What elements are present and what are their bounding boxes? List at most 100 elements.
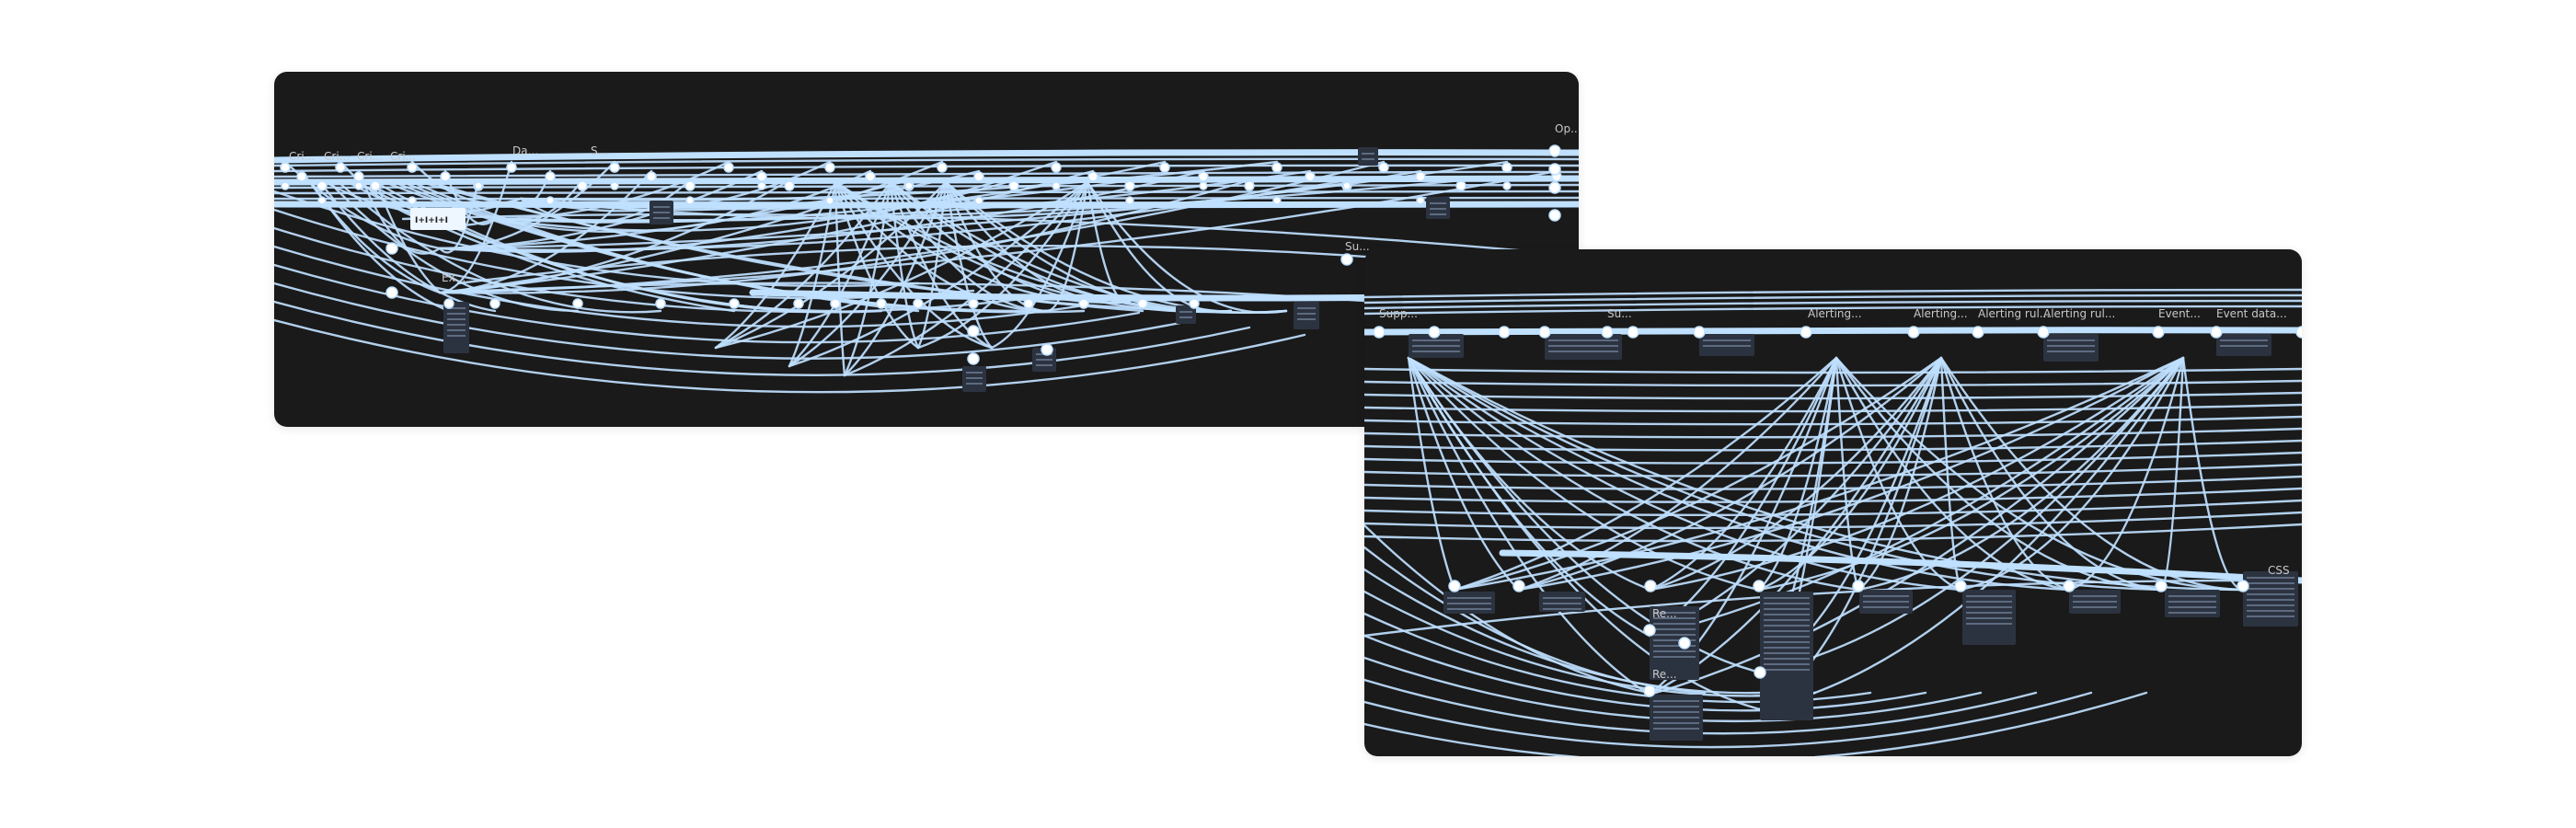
pin-layer (280, 144, 1562, 365)
node-label: Alerting rul... (2043, 307, 2115, 320)
node-card-line (1653, 623, 1696, 625)
connector-pin (1373, 326, 1386, 339)
edge (274, 157, 1579, 167)
node-card-line (1764, 630, 1810, 632)
node-card-line (2168, 606, 2216, 608)
node-card-line (2168, 601, 2216, 603)
connector-pin (913, 298, 924, 309)
node-card-line (1653, 617, 1696, 619)
node-label: Event... (2158, 307, 2201, 320)
node-card-line (1863, 601, 1909, 603)
edge (519, 178, 1132, 211)
connector-pin (545, 171, 556, 182)
edge (1364, 391, 2302, 400)
edge (274, 282, 1196, 360)
edge (1517, 356, 2185, 592)
connector-pin (974, 196, 983, 205)
node-card-line (1653, 711, 1699, 713)
connector-pin (385, 286, 398, 299)
connector-pin (1340, 253, 1353, 266)
hub-block[interactable]: I+I+I+I (410, 208, 466, 230)
edge (493, 160, 730, 221)
connector-pin (1754, 666, 1766, 679)
node-card-line (1653, 639, 1696, 641)
node-card-line (1179, 311, 1192, 313)
node-card-line (1966, 601, 2012, 603)
edge (1649, 356, 1838, 592)
connector-pin (1548, 144, 1561, 157)
dependency-graph-detail[interactable]: Supp... Su... Alerting... Alerting... Al… (1364, 249, 2302, 756)
hub-block-box (410, 208, 466, 230)
node-card-line (1966, 595, 2012, 597)
node-card-line (1966, 606, 2012, 608)
dependency-graph-overview[interactable]: I+I+I+I Cri... Cri... Cri... Cri... Da..… (274, 72, 1579, 427)
node-card-line (1764, 608, 1810, 610)
edge (1364, 305, 2302, 316)
connector-pin (546, 196, 555, 205)
connector-pin (1627, 326, 1639, 339)
connector-pin (1501, 162, 1512, 173)
node-card-line (653, 206, 670, 208)
node-card-line (447, 318, 466, 320)
node-card-line (2073, 606, 2117, 608)
connector-pin (1907, 326, 1920, 339)
node-card-line (1412, 345, 1460, 347)
edge (493, 178, 1016, 232)
node-card-line (1430, 202, 1446, 204)
edge (438, 178, 480, 254)
node-card-line (1412, 351, 1460, 352)
connector-pin (385, 242, 398, 255)
edge-layer (274, 149, 1579, 394)
edge (274, 263, 1141, 344)
node-card-line (2247, 593, 2294, 595)
connector-pin (937, 162, 948, 173)
edge (1364, 299, 2302, 310)
edge-layer (1364, 288, 2302, 756)
graph-panel-detail[interactable]: Supp... Su... Alerting... Alerting... Al… (1364, 249, 2302, 756)
connector-pin (610, 181, 619, 190)
connector-pin (1272, 196, 1282, 205)
node-card-line (653, 217, 670, 219)
connector-pin (904, 181, 914, 190)
edge (1857, 356, 2185, 592)
edge (1649, 356, 2185, 592)
node-card-line (1548, 345, 1618, 347)
edge (1939, 356, 2245, 592)
node-card-line (1653, 634, 1696, 636)
node-card-line (1764, 663, 1810, 665)
node-card-line (447, 313, 466, 315)
graph-panel-overview[interactable]: I+I+I+I Cri... Cri... Cri... Cri... Da..… (274, 72, 1579, 427)
connector-pin (1023, 298, 1034, 309)
edge (1364, 427, 2302, 439)
connector-pin (967, 352, 980, 365)
edge (1407, 356, 1962, 592)
edge (1499, 549, 2302, 584)
node-card-line (1653, 706, 1699, 707)
edge (401, 213, 1579, 258)
node-card-line (1764, 669, 1810, 671)
edge (1834, 356, 2163, 592)
node-card-line (1764, 641, 1810, 643)
node-card (443, 302, 469, 353)
connector-pin (370, 180, 381, 191)
node-card-line (1764, 625, 1810, 627)
edge (1086, 180, 1233, 314)
connector-pin (1041, 343, 1053, 356)
connector-pin (2063, 580, 2076, 592)
node-card (1539, 592, 1585, 612)
connector-pin (440, 171, 451, 182)
connector-pin (489, 298, 500, 309)
connector-pin (1643, 684, 1656, 697)
edge (1757, 356, 1838, 592)
node-card-line (2047, 339, 2095, 341)
node-card-line (1966, 623, 2012, 625)
connector-pin (1159, 162, 1170, 173)
connector-pin (756, 171, 767, 182)
node-card-line (1703, 345, 1751, 347)
edge (1959, 356, 2185, 592)
node-card-line (447, 335, 466, 337)
edge (749, 289, 1437, 302)
connector-pin (1008, 180, 1019, 191)
node-card-line (2047, 351, 2095, 352)
connector-pin (1852, 580, 1865, 592)
